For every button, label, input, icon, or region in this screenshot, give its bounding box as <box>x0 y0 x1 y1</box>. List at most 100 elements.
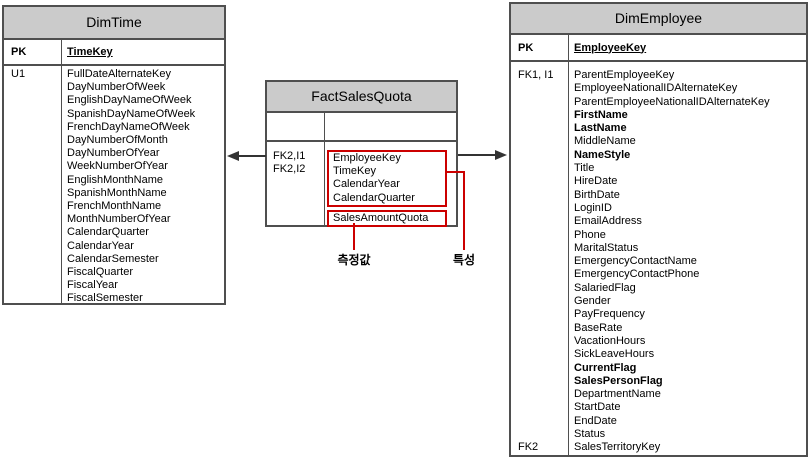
field-key-cell <box>4 94 61 107</box>
field-name-cell: FrenchMonthName <box>67 200 162 213</box>
dimtime-field-row: CalendarSemester <box>4 253 224 266</box>
arrowhead-to-dimemployee-icon <box>495 150 507 160</box>
table-title-dimtime: DimTime <box>4 7 224 40</box>
table-dimtime: DimTime PK TimeKey U1 FullDateAlternateK… <box>2 5 226 305</box>
dimtime-field-row: EnglishDayNameOfWeek <box>4 94 224 107</box>
dimemployee-field-row: BaseRate <box>511 322 806 335</box>
dimemployee-field-row: Title <box>511 162 806 175</box>
dimtime-pk-label: PK <box>11 46 27 58</box>
dimemployee-field-row: ParentEmployeeNationalIDAlternateKey <box>511 96 806 109</box>
measure-highlight-box: SalesAmountQuota <box>327 209 447 228</box>
field-key-cell <box>511 335 568 348</box>
dimtime-field-row: DayNumberOfWeek <box>4 81 224 94</box>
field-name-cell: SalesTerritoryKey <box>574 441 661 454</box>
field-name-cell: CalendarSemester <box>67 252 159 265</box>
field-name-cell: CurrentFlag <box>574 361 637 374</box>
fact-measure-field: SalesAmountQuota <box>333 211 429 224</box>
field-name-cell: MaritalStatus <box>574 241 639 254</box>
dimemployee-field-row: HireDate <box>511 175 806 188</box>
measure-callout-label: 측정값 <box>337 253 371 267</box>
fact-pk-row-empty <box>267 113 456 142</box>
field-name-cell: SalariedFlag <box>574 281 636 294</box>
field-name-cell: EnglishDayNameOfWeek <box>67 94 192 107</box>
field-key-cell <box>511 82 568 95</box>
field-key-cell <box>4 253 61 266</box>
field-key-cell <box>511 282 568 295</box>
dimemployee-field-row: BirthDate <box>511 189 806 202</box>
dimemployee-field-list: FK1, I1 ParentEmployeeKey EmployeeNation… <box>511 62 806 455</box>
fact-key-entry: FK2,I2 <box>273 163 306 176</box>
field-name-cell: FiscalQuarter <box>67 266 134 279</box>
dimemployee-pk-label: PK <box>518 41 534 54</box>
attribute-callout-line-vertical <box>463 171 465 250</box>
field-key-cell <box>4 81 61 94</box>
fact-attribute-field: CalendarYear <box>333 178 400 191</box>
field-name-cell: SpanishDayNameOfWeek <box>67 107 196 120</box>
field-name-cell: ParentEmployeeNationalIDAlternateKey <box>574 95 770 108</box>
field-name-cell: SpanishMonthName <box>67 186 167 199</box>
dimtime-column-divider <box>61 38 62 303</box>
field-name-cell: DayNumberOfWeek <box>67 81 166 94</box>
field-key-cell <box>511 375 568 388</box>
field-name-cell: EndDate <box>574 414 617 427</box>
field-name-cell: Gender <box>574 295 611 308</box>
field-key-cell <box>511 401 568 414</box>
dimemployee-field-row: FK2 SalesTerritoryKey <box>511 441 806 454</box>
dimemployee-column-divider <box>568 33 569 455</box>
dimtime-pk-row: PK TimeKey <box>4 40 224 66</box>
dimtime-field-list: U1 FullDateAlternateKey DayNumberOfWeek … <box>4 66 224 306</box>
fact-attribute-field: CalendarQuarter <box>333 191 415 204</box>
fact-attribute-field: TimeKey <box>333 165 376 178</box>
field-key-cell <box>511 96 568 109</box>
dimemployee-field-row: FirstName <box>511 109 806 122</box>
field-key-cell <box>4 200 61 213</box>
field-key-cell <box>4 240 61 253</box>
dimemployee-field-row: SalariedFlag <box>511 282 806 295</box>
field-key-cell <box>511 189 568 202</box>
field-name-cell: FullDateAlternateKey <box>67 68 171 80</box>
field-key-cell <box>4 213 61 226</box>
dimtime-field-row: FrenchDayNameOfWeek <box>4 121 224 134</box>
field-name-cell: FiscalYear <box>67 279 118 292</box>
dimemployee-field-row: LoginID <box>511 202 806 215</box>
field-key-cell <box>511 162 568 175</box>
dimemployee-field-row: MaritalStatus <box>511 242 806 255</box>
field-key-cell <box>4 108 61 121</box>
field-name-cell: FrenchDayNameOfWeek <box>67 120 190 133</box>
field-key-cell <box>4 147 61 160</box>
field-key-cell <box>4 134 61 147</box>
field-name-cell: StartDate <box>574 401 621 414</box>
dimtime-field-row: CalendarQuarter <box>4 226 224 239</box>
dimemployee-field-row: Gender <box>511 295 806 308</box>
dimtime-field-row: FrenchMonthName <box>4 200 224 213</box>
field-name-cell: SalesPersonFlag <box>574 374 663 387</box>
dimtime-field-row: EnglishMonthName <box>4 174 224 187</box>
dimtime-field-row: FiscalSemester <box>4 292 224 305</box>
dimemployee-field-row: FK1, I1 ParentEmployeeKey <box>511 69 806 82</box>
dimemployee-field-row: LastName <box>511 122 806 135</box>
field-name-cell: BaseRate <box>574 321 623 334</box>
field-key-cell <box>4 266 61 279</box>
dimemployee-field-row: StartDate <box>511 401 806 414</box>
field-name-cell: VacationHours <box>574 334 646 347</box>
field-key-cell <box>511 348 568 361</box>
dimemployee-field-row: PayFrequency <box>511 308 806 321</box>
fact-key-entry: FK2,I1 <box>273 150 306 162</box>
field-key-cell <box>4 187 61 200</box>
field-name-cell: PayFrequency <box>574 308 645 321</box>
field-key-cell <box>511 242 568 255</box>
arrowhead-to-dimtime-icon <box>227 151 239 161</box>
field-name-cell: LoginID <box>574 201 612 214</box>
field-name-cell: EmergencyContactName <box>574 255 697 268</box>
field-name-cell: EmailAddress <box>574 215 642 228</box>
measure-callout-line <box>353 223 355 250</box>
dimemployee-field-row: SalesPersonFlag <box>511 375 806 388</box>
dimemployee-field-row: Status <box>511 428 806 441</box>
field-key-cell <box>511 362 568 375</box>
fact-attribute-field: EmployeeKey <box>333 152 401 164</box>
field-key-cell <box>511 415 568 428</box>
field-name-cell: Title <box>574 162 595 175</box>
dimemployee-field-row: EmergencyContactPhone <box>511 268 806 281</box>
attribute-callout-line-horizontal <box>446 171 465 173</box>
